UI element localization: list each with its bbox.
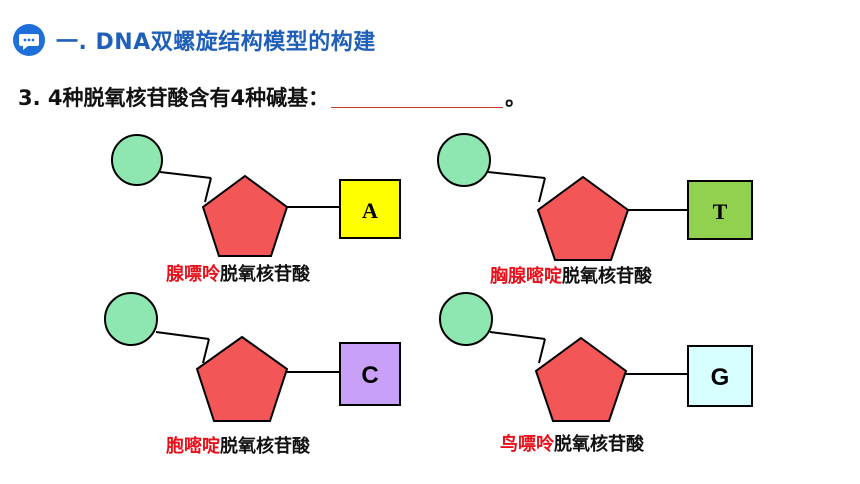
answer-blank [331,87,504,108]
caption-suffix: 脱氧核苷酸 [220,436,310,457]
nucleotide-A: A [111,134,401,257]
caption-A: 腺嘌呤脱氧核苷酸 [166,260,310,286]
caption-suffix: 脱氧核苷酸 [562,266,652,287]
phosphate-circle [437,133,491,187]
deoxyribose-pentagon [534,336,628,422]
caption-suffix: 脱氧核苷酸 [220,264,310,285]
phosphate-circle [439,292,493,346]
base-letter-T: T [713,199,728,224]
base-box-A [339,179,401,239]
base-name: 胞嘧啶 [166,436,220,457]
caption-C: 胞嘧啶脱氧核苷酸 [166,432,310,458]
deoxyribose-pentagon [195,335,289,422]
base-box-C [339,342,401,406]
question-line: 3. 4种脱氧核苷酸含有4种碱基： 。 [18,82,526,112]
deoxyribose-pentagon [536,175,630,261]
section-title: 一. DNA双螺旋结构模型的构建 [56,30,376,55]
question-end: 。 [505,86,527,110]
base-box-G [687,345,753,407]
section-header: 一. DNA双螺旋结构模型的构建 [12,18,376,62]
caption-G: 鸟嘌呤脱氧核苷酸 [500,430,644,456]
base-letter-G: G [711,364,730,391]
phosphate-circle [111,134,163,186]
nucleotide-T: T [437,133,753,261]
base-name: 胸腺嘧啶 [490,266,562,287]
nucleotide-G: G [439,292,753,422]
base-letter-A: A [362,198,378,223]
base-box-T [687,180,753,240]
base-name: 腺嘌呤 [166,264,220,285]
caption-T: 胸腺嘧啶脱氧核苷酸 [490,262,652,288]
phosphate-circle [104,292,158,346]
caption-suffix: 脱氧核苷酸 [554,434,644,455]
chat-bubble-icon [13,24,45,56]
nucleotide-C: C [104,292,401,422]
base-name: 鸟嘌呤 [500,434,554,455]
deoxyribose-pentagon [201,174,289,257]
base-letter-C: C [361,362,378,389]
question-text: 3. 4种脱氧核苷酸含有4种碱基： [18,86,330,110]
